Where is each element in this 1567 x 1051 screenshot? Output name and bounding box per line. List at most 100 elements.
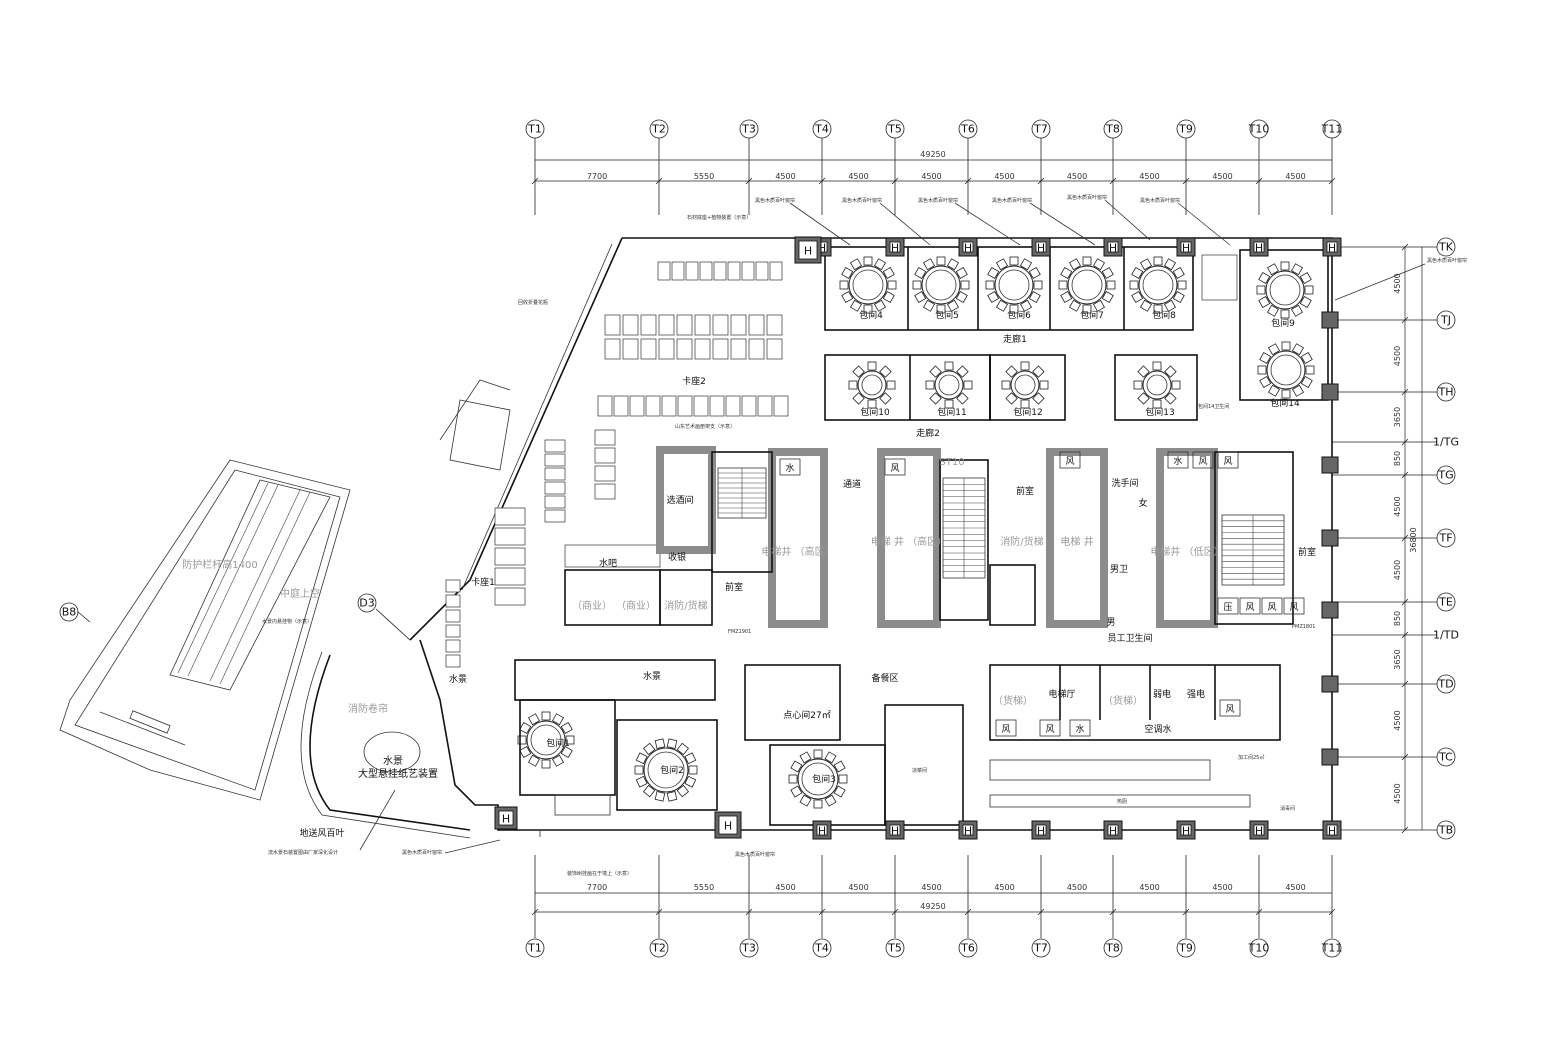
dim-tick <box>655 908 663 916</box>
column-mark: H <box>818 242 826 255</box>
chair <box>929 365 942 378</box>
chair <box>1019 299 1033 312</box>
service-box <box>995 719 1017 737</box>
chair <box>1092 258 1106 271</box>
booth-table <box>685 261 699 281</box>
note-6: 黑色木质百叶窗帘 <box>1140 197 1180 204</box>
chair <box>1005 365 1018 378</box>
axis-d3: D3 <box>359 597 374 610</box>
service-box <box>1283 597 1305 615</box>
booth-table <box>658 314 675 336</box>
axis-bubble-bottom <box>1031 938 1051 958</box>
note-2: 黑色木质百叶窗帘 <box>842 197 882 204</box>
note-10: 山东艺术画册架支（示意） <box>675 423 735 430</box>
axis-label-right: 1/TG <box>1433 436 1459 449</box>
processing-label: 加工间25㎡ <box>1238 754 1264 761</box>
chair <box>1020 361 1030 371</box>
axis-bubble-bottom <box>958 938 978 958</box>
axis-label-bottom: T7 <box>1033 942 1048 955</box>
chair <box>1163 299 1177 312</box>
chair <box>1101 266 1114 280</box>
booth-table <box>445 579 461 593</box>
chair <box>987 266 1000 280</box>
axis-label-right: TJ <box>1440 314 1451 327</box>
bay-dimension-right: 4500 <box>1393 273 1402 293</box>
chair <box>882 266 895 280</box>
atrium-void: 防护栏杆高1400 中庭上空 <box>59 379 511 801</box>
chair <box>1267 384 1281 397</box>
booth-table <box>645 395 661 417</box>
chair <box>676 784 690 798</box>
chair <box>1300 375 1313 389</box>
column-mark: H <box>1182 825 1190 838</box>
bay-dimension-top: 4500 <box>775 172 795 181</box>
chair <box>1299 295 1312 309</box>
booth-table <box>709 395 725 417</box>
axis-bubble-right <box>1436 528 1456 548</box>
chair <box>1137 365 1150 378</box>
cargo-2: （货梯） <box>1103 694 1143 707</box>
chair <box>936 256 946 266</box>
room-label-2: 包间2 <box>660 764 684 776</box>
booth-table <box>594 447 616 464</box>
chair <box>867 399 877 409</box>
chair <box>995 258 1009 271</box>
annotation-notes: 黑色木质百叶窗帘 黑色木质百叶窗帘 黑色木质百叶窗帘 黑色木质百叶窗帘 黑色木质… <box>262 194 1467 877</box>
chair <box>873 258 887 271</box>
chair <box>1172 290 1185 304</box>
chair <box>551 754 565 767</box>
booth-table <box>676 338 693 360</box>
chair <box>1039 380 1049 390</box>
dim-tick <box>1182 177 1190 185</box>
round-table-inner <box>1071 269 1103 301</box>
booth-table <box>494 567 526 586</box>
room-label-4: 包间4 <box>859 309 883 321</box>
chair <box>1153 304 1163 314</box>
bay-dimension-right: 4500 <box>1393 783 1402 803</box>
service-box-label: 水 <box>1173 455 1182 467</box>
chair <box>1281 341 1291 351</box>
waterscape-label-1: 水景 <box>449 673 467 685</box>
axis-label-top: T3 <box>741 123 756 136</box>
booth-table <box>544 453 566 467</box>
column <box>1321 311 1339 329</box>
axis-bubble-right <box>1436 382 1456 402</box>
chair <box>925 380 935 390</box>
bay-dimension-right: 4500 <box>1393 560 1402 580</box>
axis-bubble-right <box>1436 820 1456 840</box>
booth-table <box>676 314 693 336</box>
column-core <box>1107 241 1119 253</box>
booth-table <box>712 314 729 336</box>
bay-dimension-top: 5550 <box>694 172 714 181</box>
column-mark: H <box>1109 825 1117 838</box>
chair <box>1172 266 1185 280</box>
chair <box>985 280 995 290</box>
chair <box>1258 295 1271 309</box>
booth-table <box>494 547 526 566</box>
chair <box>1068 258 1082 271</box>
chair <box>922 258 936 271</box>
room-label-1: 包间1 <box>546 737 570 749</box>
axis-label-bottom: T3 <box>741 942 756 955</box>
column-mark: H <box>502 813 510 826</box>
column-core <box>798 240 818 260</box>
booth-table <box>727 261 741 281</box>
column-mark: H <box>1255 242 1263 255</box>
round-table-inner <box>801 762 835 796</box>
bay-dimension-right: 3650 <box>1393 407 1402 427</box>
chair <box>1137 392 1150 405</box>
chair <box>684 775 697 788</box>
column-mark: H <box>891 242 899 255</box>
chair <box>551 713 565 726</box>
chair <box>863 256 873 266</box>
round-table <box>848 265 888 305</box>
chair <box>1290 304 1304 317</box>
chair <box>688 765 698 775</box>
round-table <box>1265 270 1305 310</box>
chair <box>1259 351 1272 365</box>
chair <box>1280 261 1290 271</box>
chair <box>517 735 527 745</box>
weak-elec-label: 弱电 <box>1153 688 1171 700</box>
guardrail-label: 防护栏杆高1400 <box>182 558 257 571</box>
